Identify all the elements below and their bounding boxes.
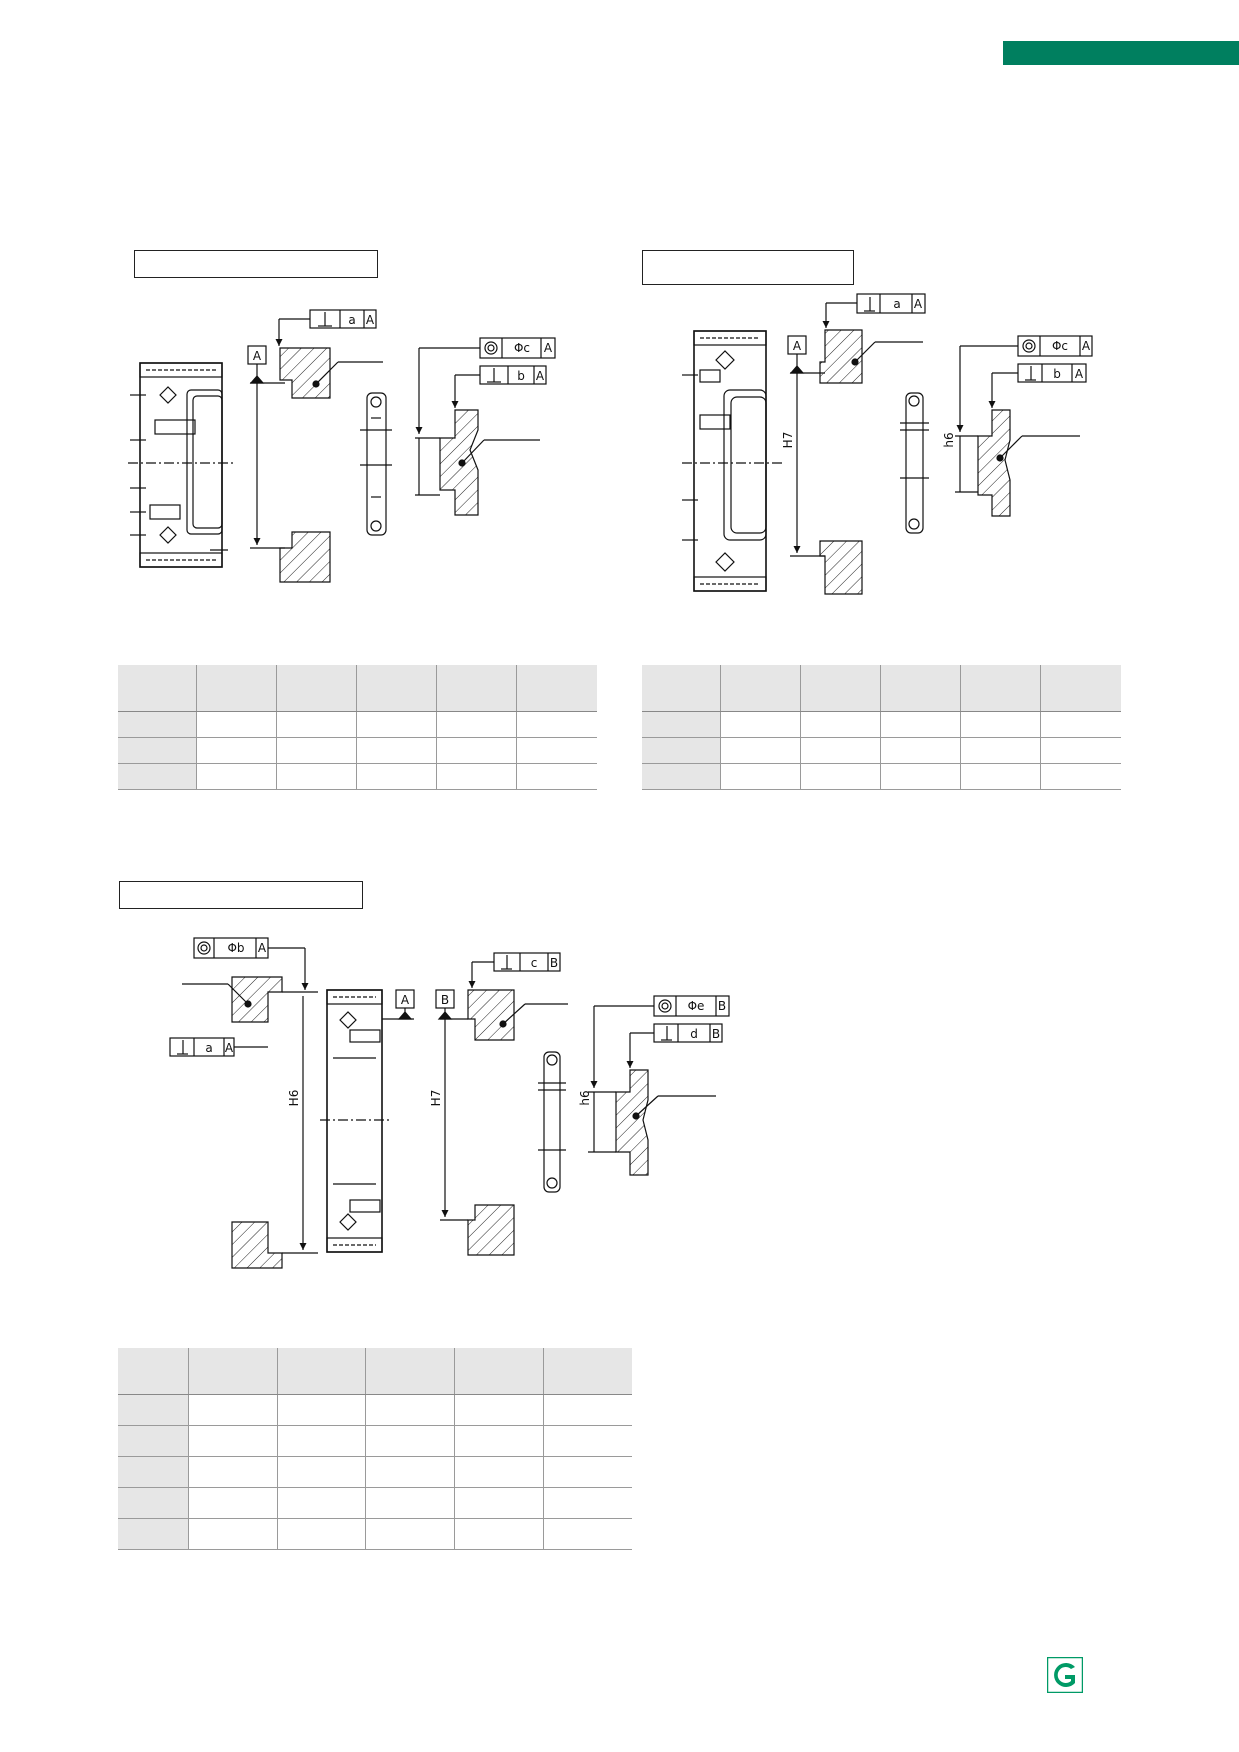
spec-table-2 xyxy=(642,665,1121,790)
tol-phic-label-2: Φc xyxy=(1052,339,1068,353)
tol-phic-datum-2: A xyxy=(1082,339,1091,353)
tol-d-datum: B xyxy=(712,1027,720,1041)
tol-phic-datum: A xyxy=(544,341,553,355)
tol-a-label-2: a xyxy=(893,297,900,311)
table-row xyxy=(118,1487,632,1519)
spec-table-3 xyxy=(118,1348,632,1550)
tol-d-label: d xyxy=(690,1027,698,1041)
tol-a-datum: A xyxy=(366,313,375,327)
tol-a-label: a xyxy=(348,313,355,327)
dim-H6-label: H6 xyxy=(287,1090,301,1107)
tol-phib-datum: A xyxy=(258,941,267,955)
table-row xyxy=(118,1518,632,1550)
tol-b-datum-2: A xyxy=(1075,367,1084,381)
dim-h6-label-2: h6 xyxy=(942,432,956,447)
dim-H7-label-2: H7 xyxy=(781,432,795,449)
tol-phib-label: Φb xyxy=(227,941,244,955)
drawing-3-labels: Φb A a A A B c B Φe B d B H6 H7 h6 xyxy=(205,941,726,1106)
section-title-box-3 xyxy=(119,881,363,909)
drawing-1 xyxy=(128,309,556,583)
tol-a-datum-3: A xyxy=(225,1041,234,1055)
tol-phie-label: Φe xyxy=(688,999,705,1013)
section-title-box-1 xyxy=(134,250,378,278)
table-row xyxy=(118,711,597,738)
tol-a-datum-2: A xyxy=(914,297,923,311)
header-accent-bar xyxy=(1003,41,1239,65)
datum-a-label-2: A xyxy=(793,339,802,353)
section-title-box-2 xyxy=(642,250,854,285)
drawing-2 xyxy=(682,293,1093,595)
tol-c-datum: B xyxy=(550,956,558,970)
tol-a-label-3: a xyxy=(205,1041,212,1055)
tol-b-label: b xyxy=(517,369,525,383)
datum-a-label-3: A xyxy=(401,993,410,1007)
tol-phie-datum: B xyxy=(718,999,726,1013)
drawing-2-labels: A a A Φc A b A H7 h6 xyxy=(781,297,1091,448)
datum-b-label-3: B xyxy=(441,993,449,1007)
table-header-row xyxy=(118,665,597,712)
brand-logo-icon xyxy=(1047,1657,1083,1693)
spec-table-1 xyxy=(118,665,597,790)
tol-b-label-2: b xyxy=(1053,367,1061,381)
tol-phic-label: Φc xyxy=(514,341,530,355)
table-row xyxy=(642,711,1121,738)
tol-b-datum: A xyxy=(536,369,545,383)
table-row xyxy=(118,737,597,764)
table-row xyxy=(642,763,1121,790)
dim-H7-label-3: H7 xyxy=(429,1090,443,1107)
dim-h6-label-3: h6 xyxy=(578,1090,592,1105)
table-header-row xyxy=(642,665,1121,712)
drawing-1-labels: A a A Φc A b A xyxy=(253,313,553,383)
datum-a-label: A xyxy=(253,349,262,363)
tol-c-label: c xyxy=(531,956,538,970)
table-header-row xyxy=(118,1348,632,1395)
table-row xyxy=(118,1394,632,1426)
table-row xyxy=(118,1456,632,1488)
table-row xyxy=(118,1425,632,1457)
table-row xyxy=(642,737,1121,764)
drawing-3 xyxy=(169,937,730,1269)
table-row xyxy=(118,763,597,790)
